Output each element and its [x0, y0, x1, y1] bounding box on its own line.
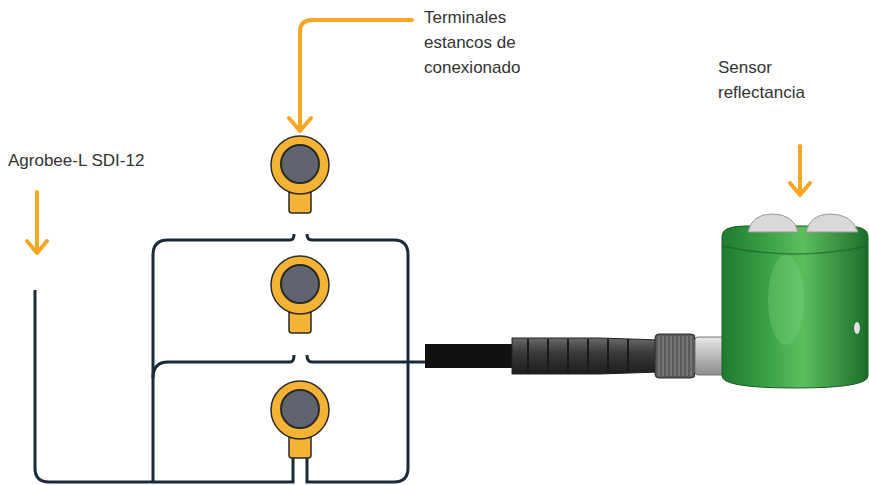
knurl-line: [682, 336, 683, 376]
knurl-line: [666, 336, 667, 376]
connector-ridge: [627, 339, 629, 373]
wire-top-left: [153, 234, 294, 482]
wire-mid-left: [153, 355, 294, 378]
terminal: [271, 381, 329, 458]
knurl-line: [670, 336, 671, 376]
knurl-line: [686, 336, 687, 376]
cable-connector: [512, 334, 727, 378]
knurl-line: [662, 336, 663, 376]
leader-arrow: [27, 192, 47, 253]
device-label: Agrobee-L SDI-12: [8, 148, 178, 173]
terminal-label: Terminales estancos de conexionado: [424, 5, 542, 80]
leader-arrow: [289, 20, 412, 131]
knurl-line: [690, 336, 691, 376]
connector-ridge: [527, 339, 529, 373]
sensor-label: Sensor reflectancia: [718, 55, 828, 105]
connector-ridge: [547, 339, 549, 373]
knurl-line: [678, 336, 679, 376]
connector-ridge: [567, 339, 569, 373]
terminal: [271, 256, 329, 333]
cable: [425, 344, 515, 368]
connector-ridge: [587, 339, 589, 373]
wire-mid-right: [307, 355, 428, 362]
knurl-line: [674, 336, 675, 376]
leader-arrow: [790, 146, 810, 195]
main-wire: [35, 290, 293, 482]
wires: [35, 234, 428, 482]
knurl-line: [658, 336, 659, 376]
terminal: [271, 136, 329, 213]
connector-ridge: [607, 339, 609, 373]
reflectance-sensor: [722, 214, 868, 388]
leader-arrows: [27, 20, 810, 253]
